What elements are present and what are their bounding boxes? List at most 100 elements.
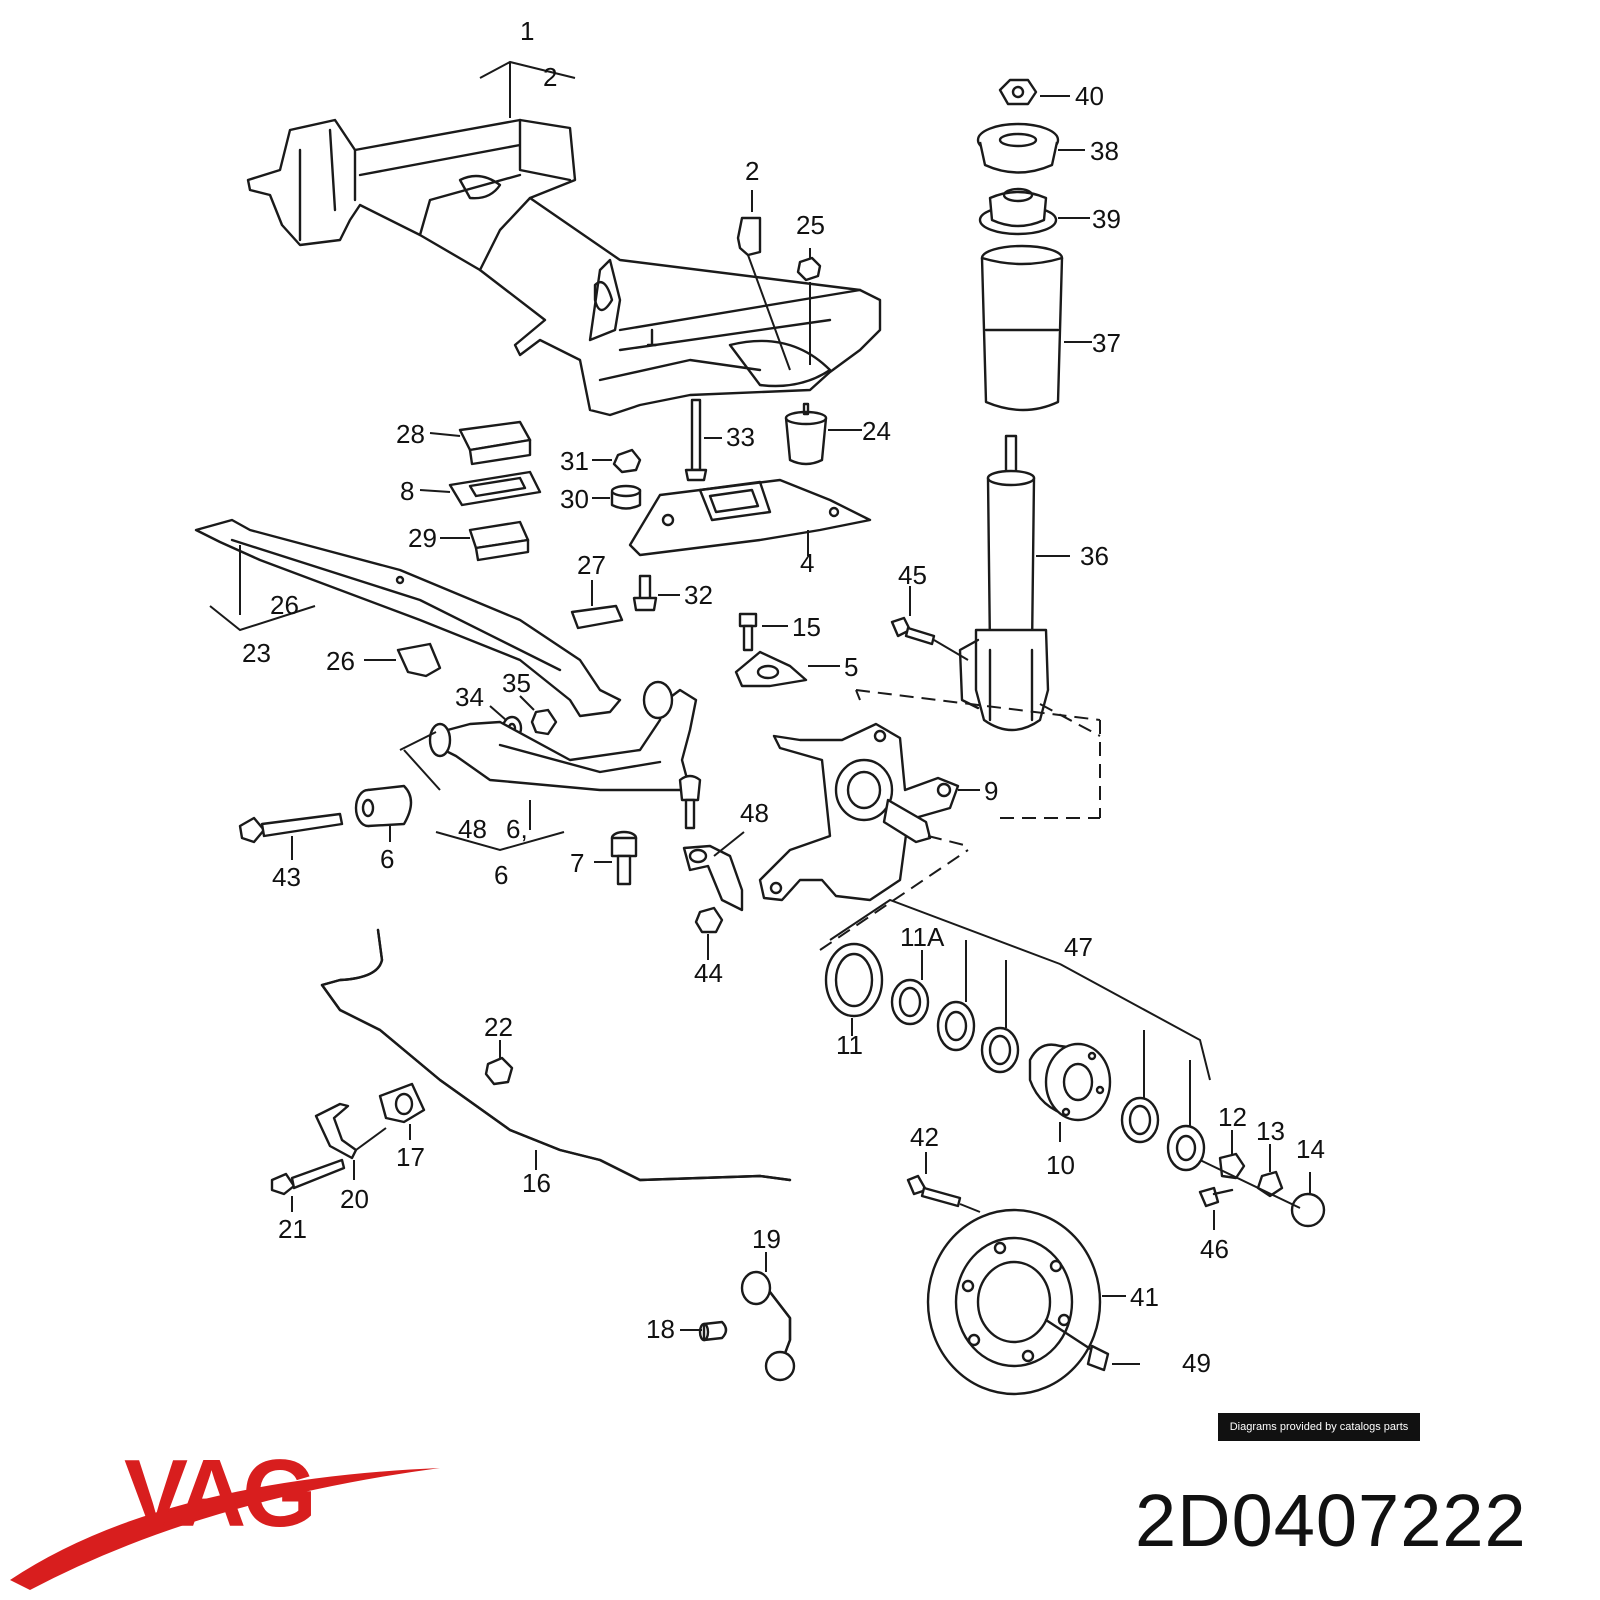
callout-12: 12 — [1218, 1102, 1247, 1132]
vag-logo: VAG — [10, 1440, 440, 1590]
callout-28: 28 — [396, 419, 425, 449]
assembly-guide — [855, 689, 1101, 819]
callout-27: 27 — [577, 550, 606, 580]
callout-24: 24 — [862, 416, 891, 446]
nut-part — [694, 906, 724, 960]
callout-43: 43 — [272, 862, 301, 892]
plate-part — [419, 470, 542, 507]
nut-part — [484, 1040, 514, 1086]
subframe-part — [246, 118, 882, 417]
nut-part — [796, 248, 822, 365]
callout-30: 30 — [560, 484, 589, 514]
callout-19: 19 — [752, 1224, 781, 1254]
bar-bushing-part — [378, 1082, 426, 1140]
callout-6: 6 — [380, 844, 394, 874]
callout-13: 13 — [1256, 1116, 1285, 1146]
steering-knuckle-part — [758, 722, 980, 902]
leaf-spring-part — [194, 518, 622, 718]
callout-41: 41 — [1130, 1282, 1159, 1312]
callout-23: 23 — [242, 638, 271, 668]
callout-17: 17 — [396, 1142, 425, 1172]
seal-part — [890, 950, 930, 1026]
leader-line — [829, 898, 1211, 1081]
callout-37: 37 — [1092, 328, 1121, 358]
bolt-part — [632, 574, 680, 612]
bearing-part — [936, 940, 976, 1052]
rubber-pad-part — [429, 420, 532, 466]
mount-bracket-part — [734, 650, 840, 688]
callout-48: 48 — [740, 798, 769, 828]
brake-disc-part — [926, 1208, 1126, 1396]
callout-2: 2 — [543, 62, 557, 92]
bolt-part — [238, 812, 344, 860]
callout-3: 6 — [494, 860, 508, 890]
callout-10: 10 — [1046, 1150, 1075, 1180]
drop-link-part — [740, 1252, 796, 1382]
wheel-hub-part — [1028, 1042, 1112, 1142]
callout-7b: 7 — [570, 848, 584, 878]
rubber-pad-part — [440, 520, 530, 562]
bolt-part — [684, 398, 722, 482]
axis-line — [1199, 1159, 1301, 1209]
callout-38: 38 — [1090, 136, 1119, 166]
stabilizer-bar-part — [320, 928, 792, 1182]
bump-stop-part — [784, 402, 862, 466]
callout-4: 4 — [800, 548, 814, 578]
callout-29: 29 — [408, 523, 437, 553]
boot-part — [980, 244, 1092, 412]
lock-ring-part — [1256, 1144, 1284, 1198]
callout-21: 21 — [278, 1214, 307, 1244]
callout-22: 22 — [484, 1012, 513, 1042]
callout-14: 14 — [1296, 1134, 1325, 1164]
strut-mount-part — [976, 122, 1085, 174]
callout-7: 6, — [506, 814, 528, 844]
race-part — [1120, 1030, 1160, 1144]
callout-5: 5 — [844, 652, 858, 682]
bolt-part — [890, 586, 969, 661]
callout-8: 8 — [400, 476, 414, 506]
leader-line — [209, 545, 316, 632]
bushing-part — [680, 1320, 728, 1342]
bearing-part — [978, 187, 1090, 236]
spacer-part — [592, 484, 642, 510]
bolt-part — [738, 612, 788, 652]
callout-26: 26 — [270, 590, 299, 620]
callout-47: 47 — [1064, 932, 1093, 962]
callout-1: 1 — [520, 16, 534, 46]
callout-11: 11 — [836, 1030, 863, 1060]
spring-plate-part — [628, 478, 872, 557]
tab-part — [570, 580, 624, 630]
callout-45: 45 — [898, 560, 927, 590]
nut-part — [592, 448, 642, 474]
clamp-part — [314, 1102, 387, 1180]
leader-line — [435, 800, 565, 852]
bracket-part — [682, 831, 745, 912]
callout-44: 44 — [694, 958, 723, 988]
nut-part — [519, 695, 558, 736]
logo-text: VAG — [124, 1440, 313, 1547]
callout-49: 49 — [1182, 1348, 1211, 1378]
callout-33: 33 — [726, 422, 755, 452]
callout-16: 16 — [522, 1168, 551, 1198]
leader-line — [479, 60, 576, 118]
bolt-part — [270, 1158, 346, 1212]
callout-42: 42 — [910, 1122, 939, 1152]
bracket-part — [736, 190, 791, 371]
callout-9: 9 — [984, 776, 998, 806]
callout-35: 35 — [502, 668, 531, 698]
diagram-credit-banner: Diagrams provided by catalogs parts — [1218, 1413, 1420, 1441]
callout-11a: 11A — [900, 922, 945, 952]
callout-36: 36 — [1080, 541, 1109, 571]
bearing-part — [1166, 1060, 1206, 1172]
callout-40: 40 — [1075, 81, 1104, 111]
callout-18: 18 — [646, 1314, 675, 1344]
bump-pad-part — [364, 642, 442, 678]
callout-6-comma: 48 — [458, 814, 487, 844]
callout-39: 39 — [1092, 204, 1121, 234]
callout-34: 34 — [455, 682, 484, 712]
callout-20: 20 — [340, 1184, 369, 1214]
top-nut-part — [998, 78, 1070, 106]
dust-shield-part — [824, 942, 884, 1036]
control-arm-part — [428, 680, 702, 830]
